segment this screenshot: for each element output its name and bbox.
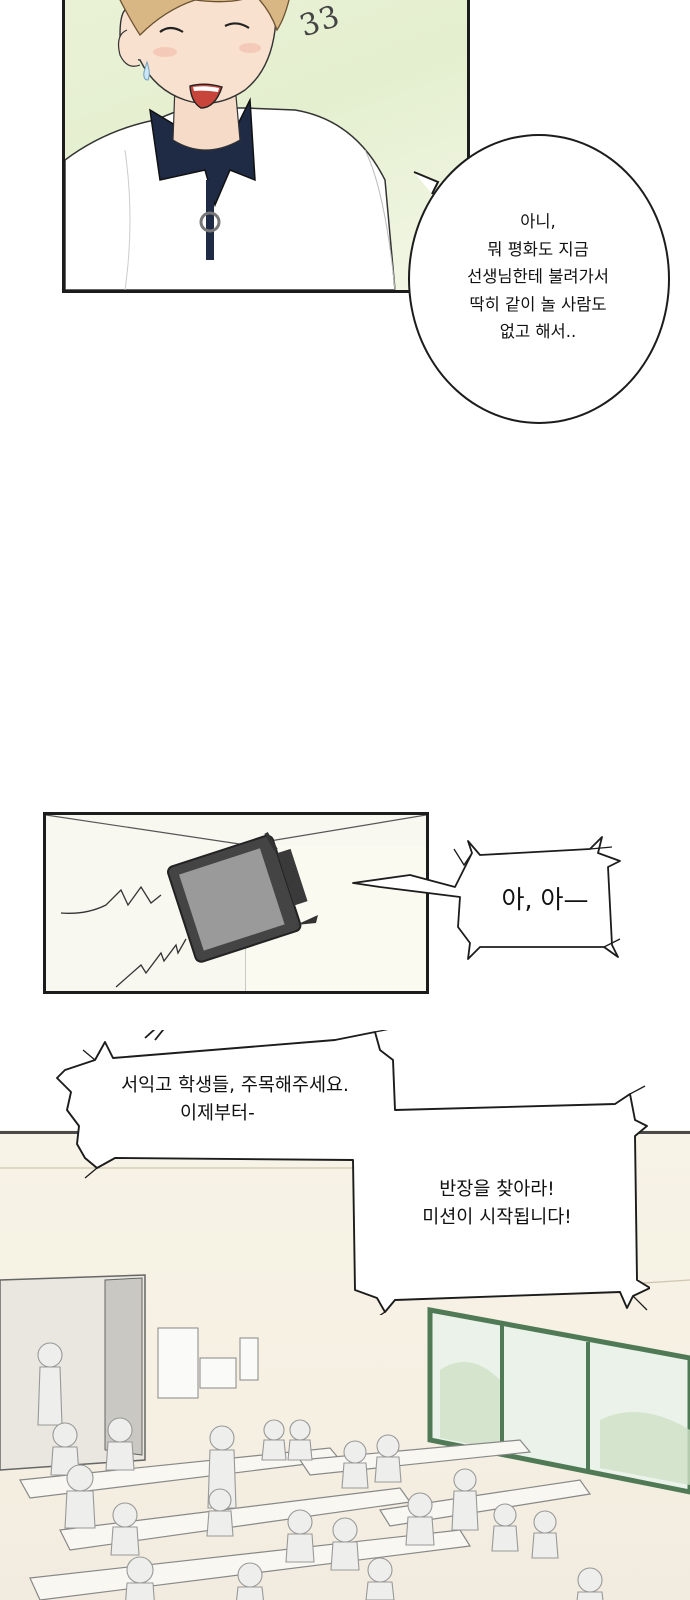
- mission-line: 반장을 찾아라!: [439, 1179, 555, 1200]
- speech-bubble-oval: [408, 134, 670, 424]
- jagged-bubble-announcement: [56, 1030, 650, 1315]
- speech-line: 딱히 같이 놀 사람도: [469, 294, 607, 314]
- speech-line: 아니,: [520, 212, 556, 231]
- mission-text: 반장을 찾아라! 미션이 시작됩니다!: [372, 1176, 622, 1232]
- speech-bubble-text: 아니, 뭐 평화도 지금 선생님한테 불려가서 딱히 같이 놀 사람도 없고 해…: [420, 208, 656, 346]
- announcement-line: 이제부터-: [180, 1103, 255, 1124]
- mission-line: 미션이 시작됩니다!: [422, 1207, 572, 1228]
- jagged-bubble-aa: [352, 836, 621, 960]
- speaker-illustration: [46, 815, 426, 991]
- speech-line: 뭐 평화도 지금: [487, 239, 589, 259]
- classroom-illustration: [0, 1167, 690, 1600]
- speech-line: 선생님한테 불려가서: [467, 267, 609, 286]
- speech-text-aa: 아, 아—: [501, 885, 589, 914]
- panel-boy-laughing: [62, 0, 470, 293]
- speech-line: 없고 해서..: [499, 322, 577, 341]
- panel-speaker: [43, 812, 429, 994]
- boy-illustration: [65, 0, 396, 290]
- announcement-line: 서익고 학생들, 주목해주세요.: [121, 1075, 349, 1096]
- announcement-text: 서익고 학생들, 주목해주세요. 이제부터-: [80, 1072, 390, 1128]
